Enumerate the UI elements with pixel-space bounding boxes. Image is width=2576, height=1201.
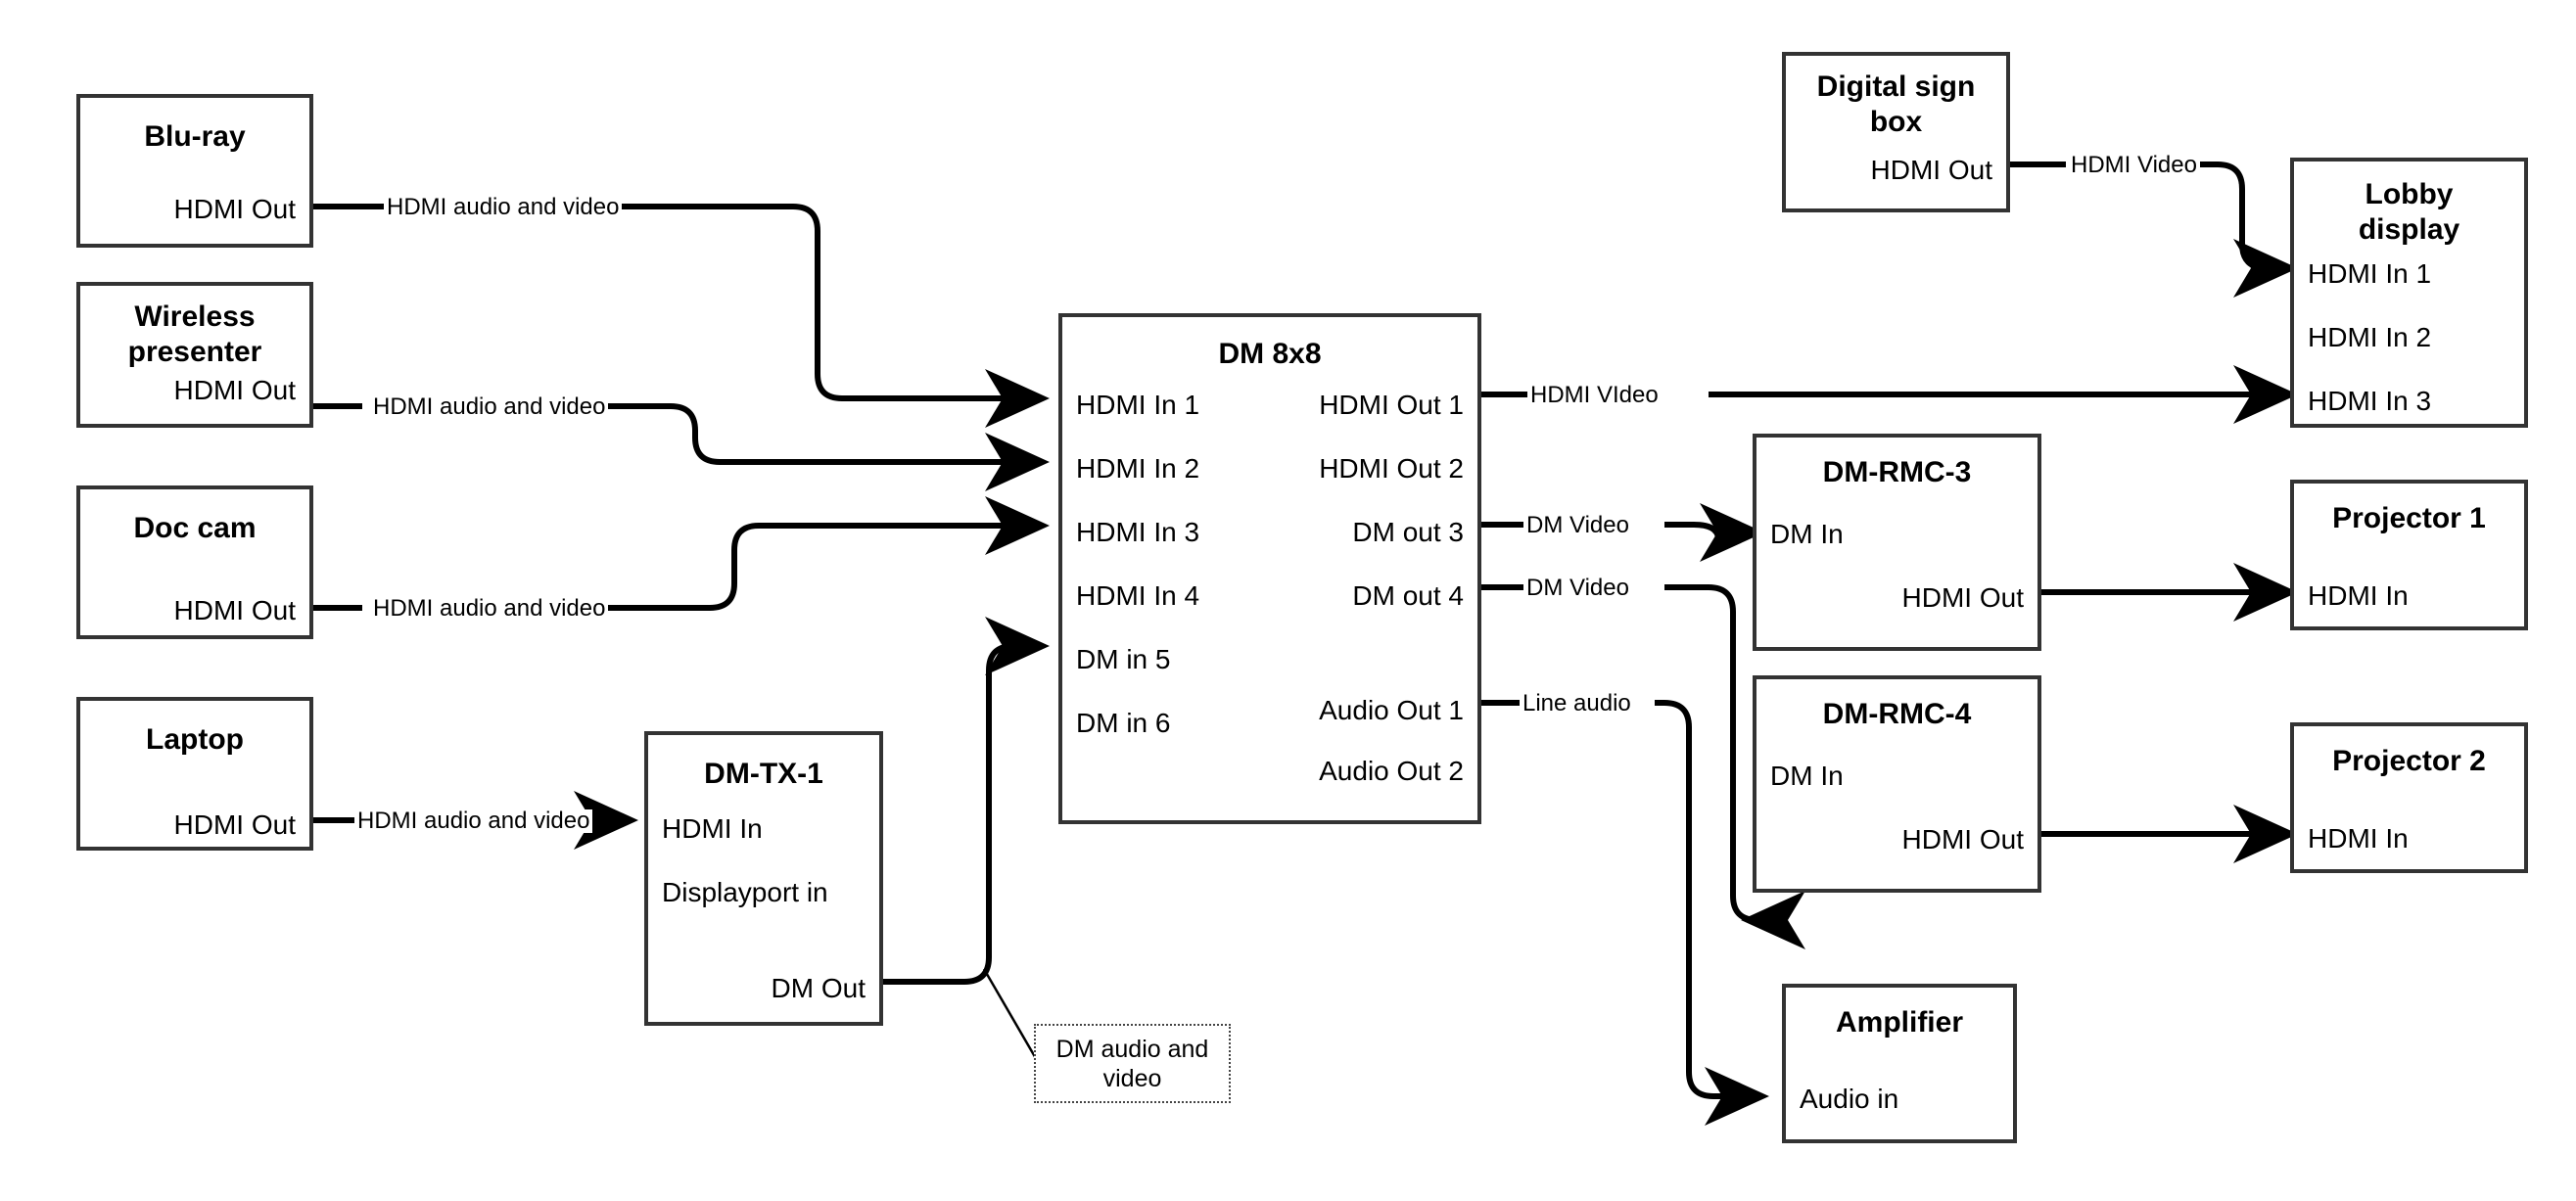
node-dm-tx-1-port-displayport-in[interactable]: Displayport in [662, 877, 828, 907]
node-wireless-presenter[interactable]: Wireless presenter HDMI Out [76, 282, 313, 428]
node-dm-8x8-output-dm-out-3[interactable]: DM out 3 [1352, 517, 1464, 547]
node-wireless-presenter-title-line1: Wireless [134, 300, 256, 333]
edge-label-audio-out1-to-amplifier: Line audio [1520, 692, 1634, 716]
node-lobby-display[interactable]: Lobby display HDMI In 1 HDMI In 2 HDMI I… [2290, 158, 2528, 428]
node-dm-rmc-4-title: DM-RMC-4 [1822, 698, 1972, 730]
node-wireless-presenter-port-hdmi-out[interactable]: HDMI Out [173, 375, 296, 405]
node-projector-1-port-hdmi-in[interactable]: HDMI In [2308, 580, 2409, 611]
edge-label-dm-out4-to-rmc4: DM Video [1523, 577, 1632, 600]
node-doc-cam-port-hdmi-out[interactable]: HDMI Out [173, 595, 296, 625]
callout-leader-line [982, 968, 1043, 1068]
node-amplifier-port-audio-in[interactable]: Audio in [1800, 1084, 1899, 1114]
wire-bluray-to-dm8x8-hdmi-in-1 [313, 204, 1038, 398]
node-dm-8x8-input-dm-in-5[interactable]: DM in 5 [1076, 644, 1171, 674]
edge-label-wireless-to-dm8x8: HDMI audio and video [370, 395, 609, 419]
node-dm-8x8[interactable]: DM 8x8 HDMI In 1 HDMI In 2 HDMI In 3 HDM… [1058, 313, 1481, 824]
edge-label-laptop-to-dmtx1: HDMI audio and video [354, 809, 593, 833]
edge-label-bluray-to-dm8x8: HDMI audio and video [384, 196, 623, 219]
node-dm-8x8-input-hdmi-in-4[interactable]: HDMI In 4 [1076, 580, 1200, 611]
node-dm-8x8-output-dm-out-4[interactable]: DM out 4 [1352, 580, 1464, 611]
wire-dm8x8-dm-out4-to-dmrmc4-dm-in [1481, 584, 1757, 920]
node-projector-1-title: Projector 1 [2332, 502, 2486, 534]
node-laptop-port-hdmi-out[interactable]: HDMI Out [173, 809, 296, 840]
wire-digitalsign-to-lobby-hdmi-in-1 [2010, 162, 2286, 268]
node-dm-rmc-4[interactable]: DM-RMC-4 DM In HDMI Out [1753, 675, 2041, 893]
node-dm-8x8-title: DM 8x8 [1218, 338, 1322, 370]
node-digital-sign-box-port-hdmi-out[interactable]: HDMI Out [1870, 155, 1992, 185]
edge-label-dm8x8-hdmi-out1-to-lobby: HDMI VIdeo [1527, 384, 1662, 407]
node-digital-sign-box-title-line2: box [1869, 106, 1923, 138]
node-dm-rmc-4-port-hdmi-out[interactable]: HDMI Out [1901, 824, 2024, 855]
node-dm-8x8-output-audio-out-1[interactable]: Audio Out 1 [1319, 695, 1464, 725]
node-projector-2[interactable]: Projector 2 HDMI In [2290, 722, 2528, 873]
node-digital-sign-box-title-line1: Digital sign [1816, 70, 1976, 103]
node-wireless-presenter-title-line2: presenter [127, 336, 262, 368]
node-bluray-port-hdmi-out[interactable]: HDMI Out [173, 194, 296, 224]
node-dm-8x8-input-hdmi-in-1[interactable]: HDMI In 1 [1076, 390, 1200, 420]
node-lobby-display-title-line2: display [2358, 213, 2460, 246]
node-lobby-display-input-hdmi-in-2[interactable]: HDMI In 2 [2308, 322, 2432, 352]
node-dm-tx-1[interactable]: DM-TX-1 HDMI In Displayport in DM Out [644, 731, 883, 1026]
callout-dm-audio-and-video: DM audio and video [1034, 1024, 1231, 1103]
node-dm-8x8-output-audio-out-2[interactable]: Audio Out 2 [1319, 756, 1464, 786]
node-dm-rmc-3-port-dm-in[interactable]: DM In [1770, 519, 1844, 549]
node-laptop-title: Laptop [146, 723, 244, 756]
node-lobby-display-input-hdmi-in-1[interactable]: HDMI In 1 [2308, 258, 2432, 289]
node-lobby-display-input-hdmi-in-3[interactable]: HDMI In 3 [2308, 386, 2432, 416]
node-dm-rmc-4-port-dm-in[interactable]: DM In [1770, 761, 1844, 791]
node-bluray[interactable]: Blu-ray HDMI Out [76, 94, 313, 248]
node-dm-rmc-3-title: DM-RMC-3 [1822, 456, 1972, 488]
edge-label-dm-out3-to-rmc3: DM Video [1523, 514, 1632, 537]
node-dm-8x8-output-hdmi-out-1[interactable]: HDMI Out 1 [1319, 390, 1464, 420]
wire-dmtx1-to-dm8x8-dm-in-5 [883, 617, 1050, 985]
node-dm-8x8-input-dm-in-6[interactable]: DM in 6 [1076, 708, 1171, 738]
node-dm-8x8-input-hdmi-in-2[interactable]: HDMI In 2 [1076, 453, 1200, 484]
node-projector-1[interactable]: Projector 1 HDMI In [2290, 480, 2528, 630]
node-laptop[interactable]: Laptop HDMI Out [76, 697, 313, 851]
node-dm-tx-1-title: DM-TX-1 [704, 758, 823, 790]
node-dm-8x8-output-hdmi-out-2[interactable]: HDMI Out 2 [1319, 453, 1464, 484]
wire-dm8x8-audio-out1-to-amplifier [1481, 700, 1757, 1096]
node-dm-tx-1-port-dm-out[interactable]: DM Out [771, 973, 866, 1003]
node-amplifier-title: Amplifier [1835, 1006, 1964, 1039]
edge-label-doccam-to-dm8x8: HDMI audio and video [370, 597, 609, 621]
node-dm-tx-1-port-hdmi-in[interactable]: HDMI In [662, 813, 763, 844]
node-dm-8x8-input-hdmi-in-3[interactable]: HDMI In 3 [1076, 517, 1200, 547]
node-dm-rmc-3[interactable]: DM-RMC-3 DM In HDMI Out [1753, 434, 2041, 651]
node-lobby-display-title-line1: Lobby [2365, 178, 2454, 210]
node-projector-2-title: Projector 2 [2332, 745, 2486, 777]
node-dm-rmc-3-port-hdmi-out[interactable]: HDMI Out [1901, 582, 2024, 613]
node-amplifier[interactable]: Amplifier Audio in [1782, 984, 2017, 1143]
edge-label-digitalsign-to-lobby: HDMI Video [2068, 154, 2200, 177]
node-projector-2-port-hdmi-in[interactable]: HDMI In [2308, 823, 2409, 854]
node-doc-cam[interactable]: Doc cam HDMI Out [76, 485, 313, 639]
node-bluray-title: Blu-ray [144, 120, 246, 153]
node-digital-sign-box[interactable]: Digital sign box HDMI Out [1782, 52, 2010, 212]
node-doc-cam-title: Doc cam [133, 512, 257, 544]
